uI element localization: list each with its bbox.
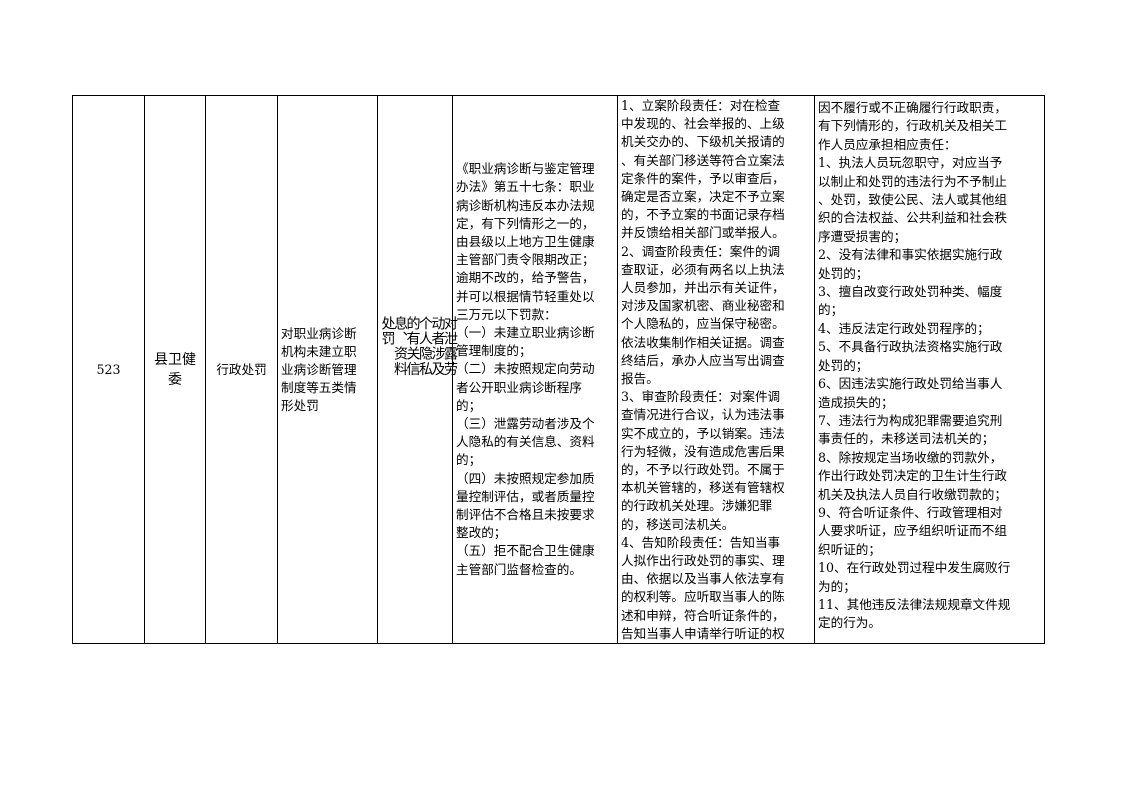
column-divider	[377, 95, 378, 644]
cell-sub-item: 对泄露劳 动者涉及 个人隐私 的有关信 息、资料 处罚	[378, 95, 459, 644]
column-divider	[452, 95, 453, 644]
sub-item-line: 个人隐私	[417, 315, 433, 377]
column-divider	[144, 95, 145, 644]
table-right-border	[1044, 95, 1045, 644]
category-text: 行政处罚	[216, 361, 267, 377]
sub-item-line: 对泄露劳	[442, 315, 458, 377]
sub-item-line: 动者涉及	[429, 315, 446, 377]
cell-item-name: 对职业病诊断 机构未建立职 业病诊断管理 制度等五类情 形处罚	[278, 95, 377, 644]
cell-legal-basis: 《职业病诊断与鉴定管理 办法》第五十七条：职业 病诊断机构违反本办法规 定，有下…	[453, 95, 617, 644]
table-bottom-border	[72, 643, 1045, 644]
table-left-border	[72, 95, 73, 644]
legal-basis-text: 《职业病诊断与鉴定管理 办法》第五十七条：职业 病诊断机构违反本办法规 定，有下…	[456, 161, 595, 577]
sub-item-line: 处罚	[379, 315, 396, 346]
cell-department: 县卫健 委	[145, 95, 205, 644]
item-name-text: 对职业病诊断 机构未建立职 业病诊断管理 制度等五类情 形处罚	[281, 325, 357, 413]
sub-item-line: 的有关信	[404, 315, 421, 377]
accountability-text: 因不履行或不正确履行行政职责， 有下列情形的，行政机关及相关工 作人员应承担相应…	[818, 100, 1011, 631]
responsibility-text: 1、立案阶段责任：对在检查 中发现的、社会举报的、上级 机关交办的、下级机关报请…	[621, 98, 785, 641]
regulation-table: 523 县卫健 委 行政处罚 对职业病诊断 机构未建立职 业病诊断管理 制度等五…	[72, 95, 1045, 644]
column-divider	[205, 95, 206, 644]
cell-responsibility: 1、立案阶段责任：对在检查 中发现的、社会举报的、上级 机关交办的、下级机关报请…	[618, 95, 814, 644]
column-divider	[617, 95, 618, 644]
sub-item-line: 息、资料	[392, 315, 408, 377]
sub-item-vertical-text: 对泄露劳 动者涉及 个人隐私 的有关信 息、资料 处罚	[379, 315, 459, 424]
column-divider	[277, 95, 278, 644]
department-text: 县卫健 委	[154, 351, 196, 388]
column-divider	[814, 95, 815, 644]
cell-number: 523	[73, 95, 144, 644]
row-number: 523	[96, 361, 121, 377]
cell-category: 行政处罚	[206, 95, 277, 644]
cell-accountability: 因不履行或不正确履行行政职责， 有下列情形的，行政机关及相关工 作人员应承担相应…	[815, 95, 1044, 644]
table-top-border	[72, 95, 1045, 96]
